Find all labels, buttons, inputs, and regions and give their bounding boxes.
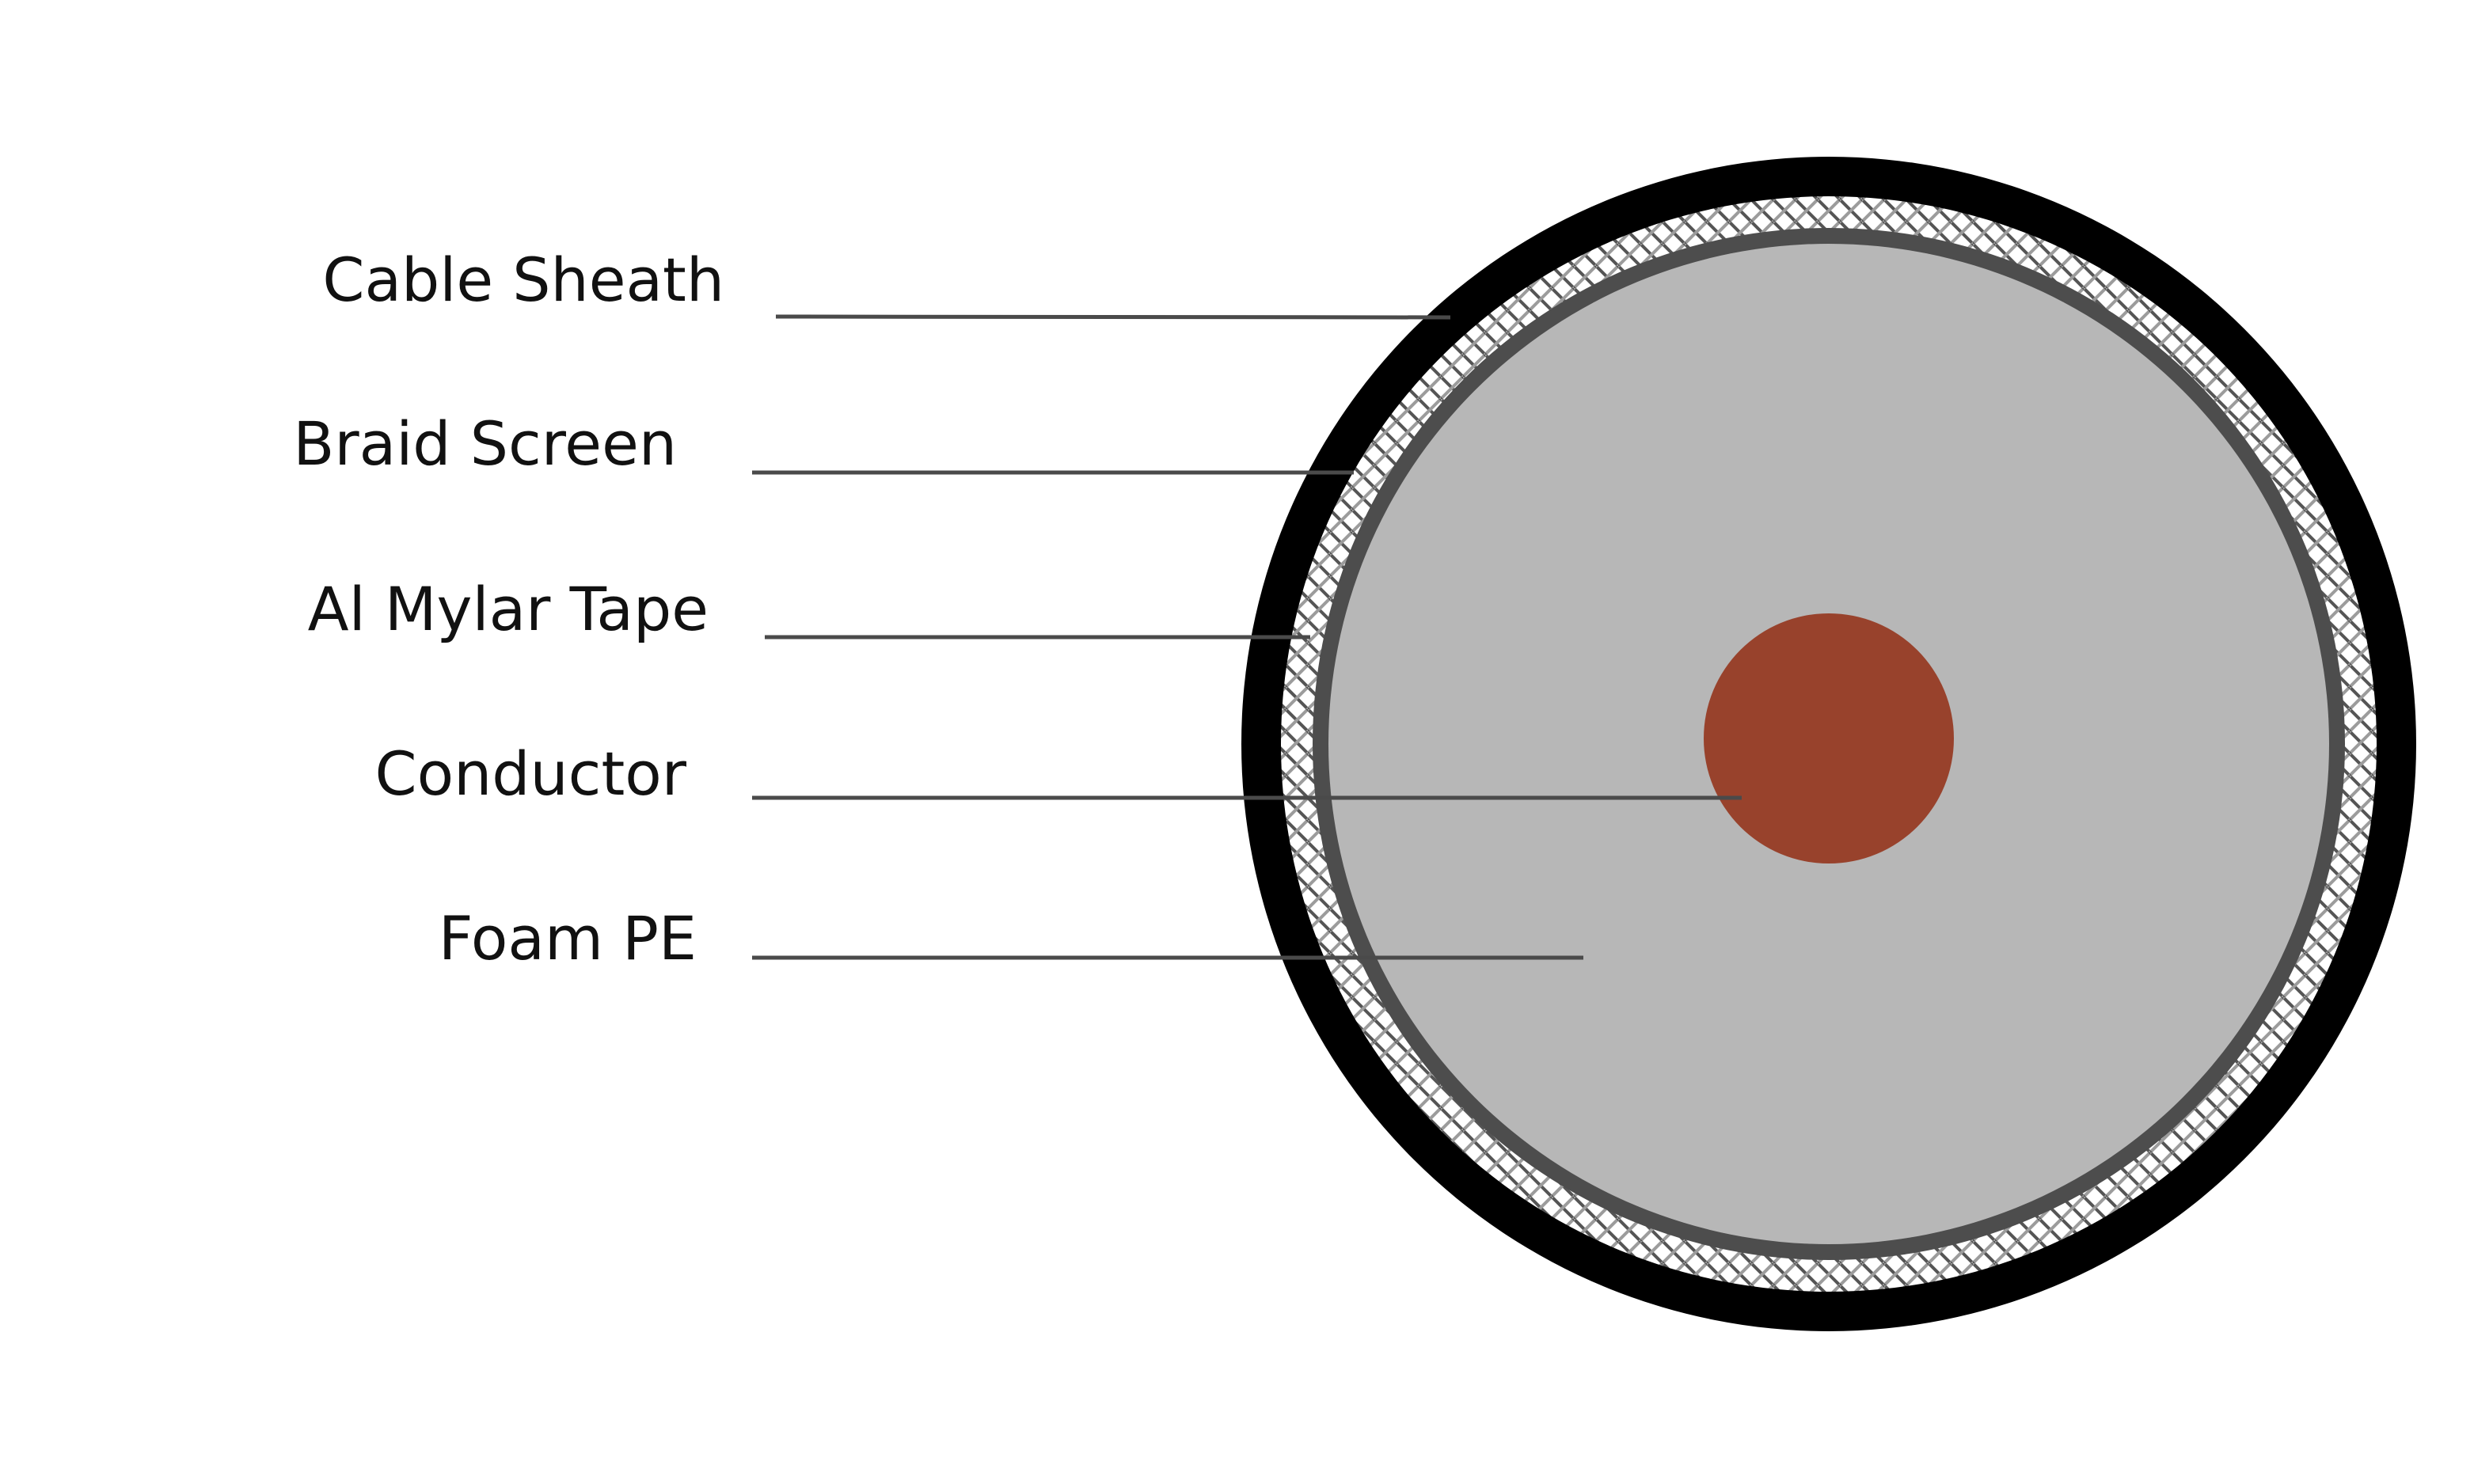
conductor-label: Conductor [374, 738, 686, 809]
cable-cross-section [1241, 157, 2416, 1331]
al-mylar-tape-label: Al Mylar Tape [307, 574, 709, 644]
cable-sheath-label: Cable Sheath [322, 245, 724, 315]
foam-pe-label: Foam PE [438, 903, 697, 974]
conductor-core [1704, 613, 1954, 863]
braid-screen-label: Braid Screen [293, 408, 677, 479]
leader-lines [752, 314, 1742, 960]
